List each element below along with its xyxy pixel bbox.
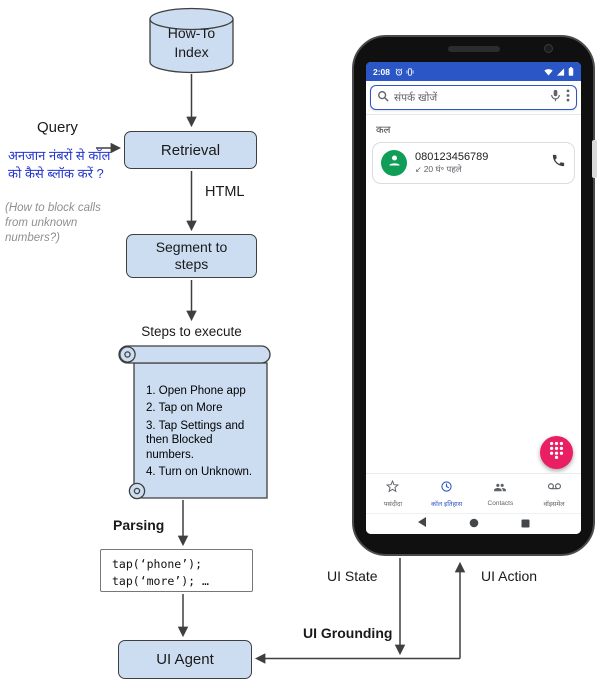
tab-label: Contacts [487, 500, 514, 507]
step-item: 3. Tap Settings and then Blocked numbers… [146, 419, 245, 461]
back-icon[interactable] [417, 515, 427, 533]
step-item: 4. Turn on Unknown. [146, 465, 253, 478]
call-direction-icon: ↙ [415, 164, 422, 174]
retrieval-label: Retrieval [160, 141, 221, 159]
mic-icon[interactable] [550, 89, 561, 107]
ui-agent-box: UI Agent [118, 640, 252, 679]
overflow-menu-icon[interactable] [566, 88, 570, 107]
ui-state-label: UI State [327, 568, 378, 584]
query-label: Query [37, 119, 78, 136]
segment-to-steps-box: Segment to steps [126, 234, 257, 278]
tab-voicemail[interactable]: वॉइसमेल [527, 474, 581, 514]
star-icon [386, 479, 400, 498]
alarm-icon [395, 63, 403, 81]
voicemail-icon [547, 480, 562, 498]
search-placeholder: संपर्क खोजें [394, 91, 438, 104]
people-icon [493, 481, 507, 499]
parsed-code-box: tap(‘phone’); tap(‘more’); … [100, 549, 253, 592]
wifi-icon [544, 63, 553, 81]
bottom-nav: पसंदीदा कॉल इतिहास Contacts [366, 473, 581, 514]
call-meta: ↙ 20 घं॰ पहले [415, 164, 543, 175]
parsing-label: Parsing [113, 517, 165, 533]
recents-icon[interactable] [521, 515, 530, 533]
clock-icon [440, 480, 453, 498]
search-row: संपर्क खोजें [366, 81, 581, 115]
call-icon[interactable] [551, 153, 566, 173]
status-bar: 2:08 [366, 62, 581, 81]
tab-label: पसंदीदा [383, 501, 403, 508]
battery-icon [568, 63, 574, 81]
ui-action-label: UI Action [481, 568, 538, 584]
search-icon [377, 89, 389, 107]
front-camera [544, 44, 553, 53]
search-input[interactable]: संपर्क खोजें [370, 85, 577, 110]
segment-label: Segment to steps [155, 238, 228, 273]
person-icon [387, 153, 402, 173]
status-time: 2:08 [373, 66, 391, 77]
dialpad-icon [549, 441, 564, 464]
steps-list: 1. Open Phone app 2. Tap on More 3. Tap … [146, 384, 260, 482]
code-line: tap(‘more’); … [112, 573, 209, 588]
contact-avatar [381, 150, 407, 176]
ui-agent-label: UI Agent [156, 651, 214, 668]
tab-call-history[interactable]: कॉल इतिहास [420, 474, 474, 514]
step-item: 2. Tap on More [146, 402, 223, 415]
home-icon[interactable] [469, 515, 479, 533]
android-nav-bar [366, 513, 581, 534]
ui-grounding-label: UI Grounding [303, 625, 393, 641]
contact-info: 080123456789 ↙ 20 घं॰ पहले [415, 151, 543, 176]
power-button[interactable] [592, 140, 597, 178]
tab-favorites[interactable]: पसंदीदा [366, 474, 420, 514]
tab-contacts[interactable]: Contacts [474, 474, 528, 514]
step-item: 1. Open Phone app [146, 385, 246, 397]
signal-icon [556, 63, 565, 81]
section-header: कल [376, 125, 391, 136]
howto-index-label: How-To Index [167, 25, 216, 60]
html-edge-label: HTML [205, 184, 245, 200]
call-log-row[interactable]: 080123456789 ↙ 20 घं॰ पहले [372, 142, 575, 184]
phone-frame: 2:08 [352, 35, 597, 556]
query-text-hindi: अनजान नंबरों से कॉल को कैसे ब्लॉक करें ? [8, 148, 111, 181]
steps-to-execute-title: Steps to execute [141, 324, 242, 339]
call-time-ago: 20 घं॰ पहले [423, 164, 462, 175]
contact-number: 080123456789 [415, 150, 489, 163]
code-line: tap(‘phone’); [112, 557, 203, 571]
tab-label: कॉल इतिहास [431, 501, 463, 508]
query-text-english: (How to block calls from unknown numbers… [5, 202, 101, 244]
tab-label: वॉइसमेल [543, 501, 565, 508]
phone-screen: 2:08 [366, 62, 581, 534]
dialpad-fab[interactable] [540, 436, 573, 469]
phone-speaker [448, 46, 500, 52]
retrieval-box: Retrieval [124, 131, 257, 169]
vibrate-icon [406, 63, 414, 81]
